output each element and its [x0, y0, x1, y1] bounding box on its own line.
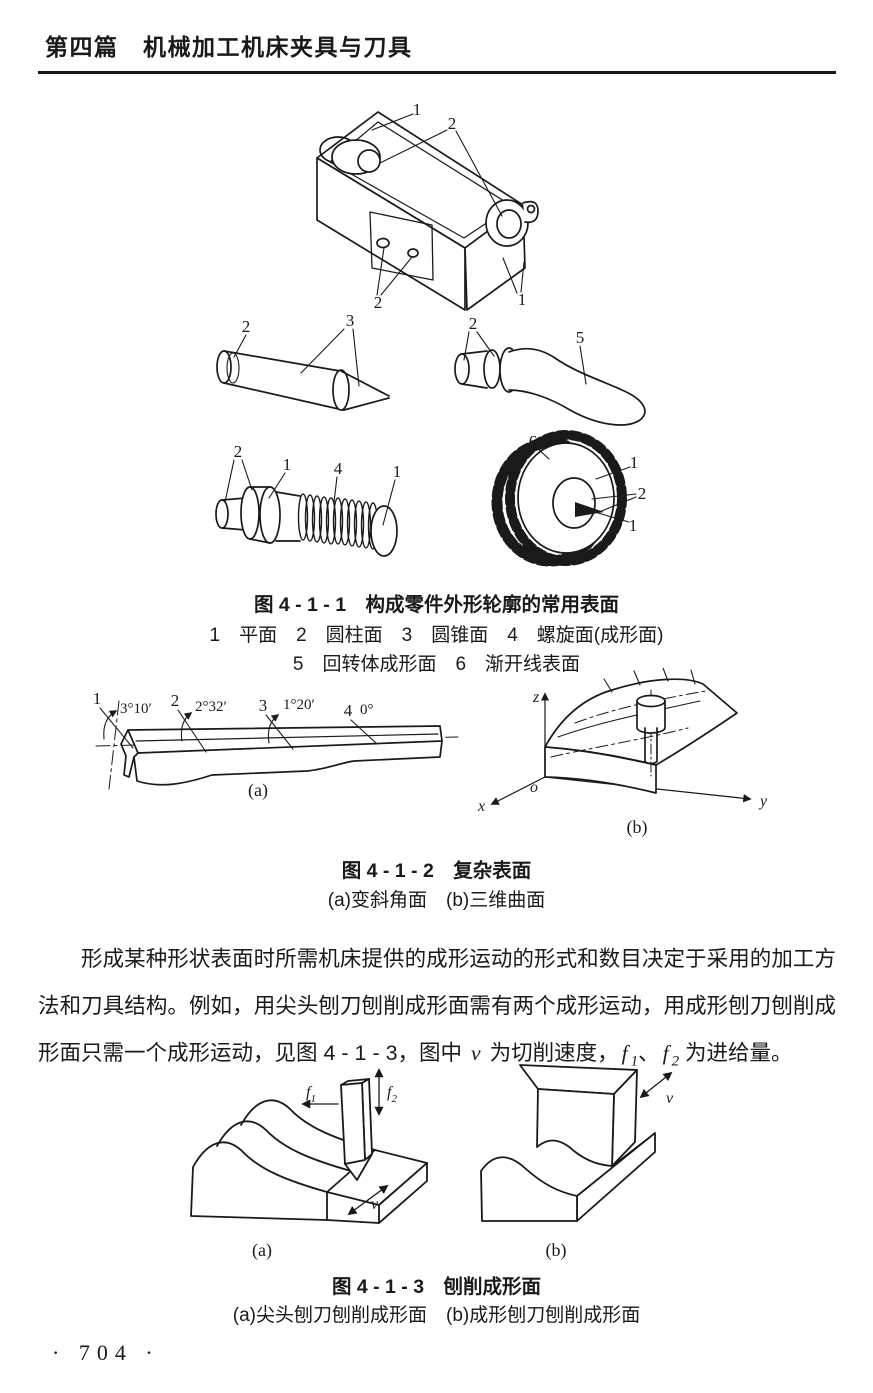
axis-label-z: z [532, 689, 540, 706]
figure2-drawing: 1 3°10′ 2 2°32′ 3 1°20′ 4 0° (a) [93, 668, 768, 838]
header-rule [38, 71, 836, 74]
origin-label: o [530, 779, 538, 796]
paragraph-text: 为进给量。 [679, 1041, 793, 1065]
angle-label: 0° [360, 702, 374, 718]
part-label: 2 [448, 114, 457, 133]
part-b-label: (b) [546, 1240, 567, 1261]
part-a-label: (a) [248, 780, 268, 801]
part-label: 2 [374, 293, 383, 312]
figure1-legend-line2: 5 回转体成形面 6 渐开线表面 [292, 654, 581, 675]
pointed-tool [340, 1078, 373, 1181]
part-label: 3 [259, 696, 268, 715]
page-number: · 704 · [52, 1340, 160, 1365]
figure2-subcaption: (a)变斜角面 (b)三维曲面 [327, 890, 546, 911]
paragraph-text: 为切削速度， [483, 1041, 619, 1065]
symbol-f2-sub: 2 [671, 1053, 680, 1070]
page-header-title: 第四篇 机械加工机床夹具与刀具 [45, 34, 413, 60]
body-paragraph: 形成某种形状表面时所需机床提供的成形运动的形式和数目决定于采用的加工方法和刀具结… [38, 936, 836, 1085]
symbol-f2: f [662, 1041, 669, 1065]
form-tool-block [519, 1064, 638, 1167]
symbol-f1-sub: 1 [630, 1053, 639, 1070]
part-label: 1 [413, 100, 422, 119]
figure2-caption: 图 4 - 1 - 2 复杂表面 [341, 860, 532, 882]
angle-label: 2°32′ [195, 699, 227, 715]
figure1-drawing: 1 2 2 1 [215, 100, 647, 567]
part-label: 1 [518, 290, 527, 309]
housing-drawing: 1 2 2 1 [316, 100, 539, 312]
blade-drawing: 1 3°10′ 2 2°32′ 3 1°20′ 4 0° (a) [93, 689, 459, 801]
cone-drawing: 2 3 [216, 311, 390, 411]
figure1-legend-line1: 1 平面 2 圆柱面 3 圆锥面 4 螺旋面(成形面) [209, 625, 664, 646]
paragraph-text: 、 [638, 1041, 660, 1065]
gear-drawing: 6 1 2 1 [491, 430, 647, 567]
part-label: 3 [346, 311, 355, 330]
part-label: 1 [629, 516, 638, 535]
symbol-f1: f [621, 1041, 628, 1065]
part-label: 1 [393, 462, 402, 481]
surface-hatching [603, 668, 696, 693]
part-label: 1 [93, 689, 102, 708]
feed-f1-label: f1 [306, 1084, 316, 1105]
axis-label-x: x [477, 798, 485, 815]
form-tool-drawing: v (b) [480, 1064, 674, 1261]
part-label: 6 [529, 432, 538, 451]
handle-drawing: 2 5 [454, 314, 646, 426]
figure3-subcaption: (a)尖头刨刀刨削成形面 (b)成形刨刀刨削成形面 [232, 1305, 641, 1326]
speed-v-label: v [666, 1090, 674, 1107]
figure1-caption: 图 4 - 1 - 1 构成零件外形轮廓的常用表面 [253, 594, 620, 616]
figure3-drawing: f1 f2 v (a) v [190, 1064, 674, 1261]
feed-f2-label: f2 [387, 1084, 397, 1105]
motion-arrow-b [639, 1071, 673, 1099]
part-label: 2 [469, 314, 478, 333]
part-label: 2 [234, 442, 243, 461]
part-label: 4 [344, 701, 353, 720]
housing-leader-lines [371, 113, 525, 296]
thread-crests [297, 493, 379, 550]
speed-v-label: v [371, 1196, 379, 1213]
angle-label: 3°10′ [120, 701, 152, 717]
angle-label: 1°20′ [283, 697, 315, 713]
axis-label-y: y [758, 793, 768, 810]
part-label: 1 [283, 455, 292, 474]
screw-drawing: 2 1 4 1 [215, 442, 402, 557]
motion-arrows-a [301, 1068, 389, 1216]
part-label: 2 [171, 691, 180, 710]
paragraph-text: 形成某种形状表面时所需机床提供的成形运动的形式和数目决定于采用的加工方法和刀具结… [38, 947, 836, 1065]
milling-cutter [636, 689, 666, 777]
part-a-label: (a) [252, 1240, 272, 1261]
part-label: 2 [638, 484, 647, 503]
figure3-caption: 图 4 - 1 - 3 刨削成形面 [331, 1276, 542, 1298]
part-label: 4 [334, 459, 343, 478]
part-label: 5 [576, 328, 585, 347]
part-label: 1 [630, 453, 639, 472]
pointed-tool-drawing: f1 f2 v (a) [190, 1068, 428, 1261]
symbol-v: v [471, 1041, 481, 1065]
part-b-label: (b) [627, 817, 648, 838]
part-label: 2 [242, 317, 251, 336]
surface-drawing: z x y o (b) [477, 668, 768, 838]
